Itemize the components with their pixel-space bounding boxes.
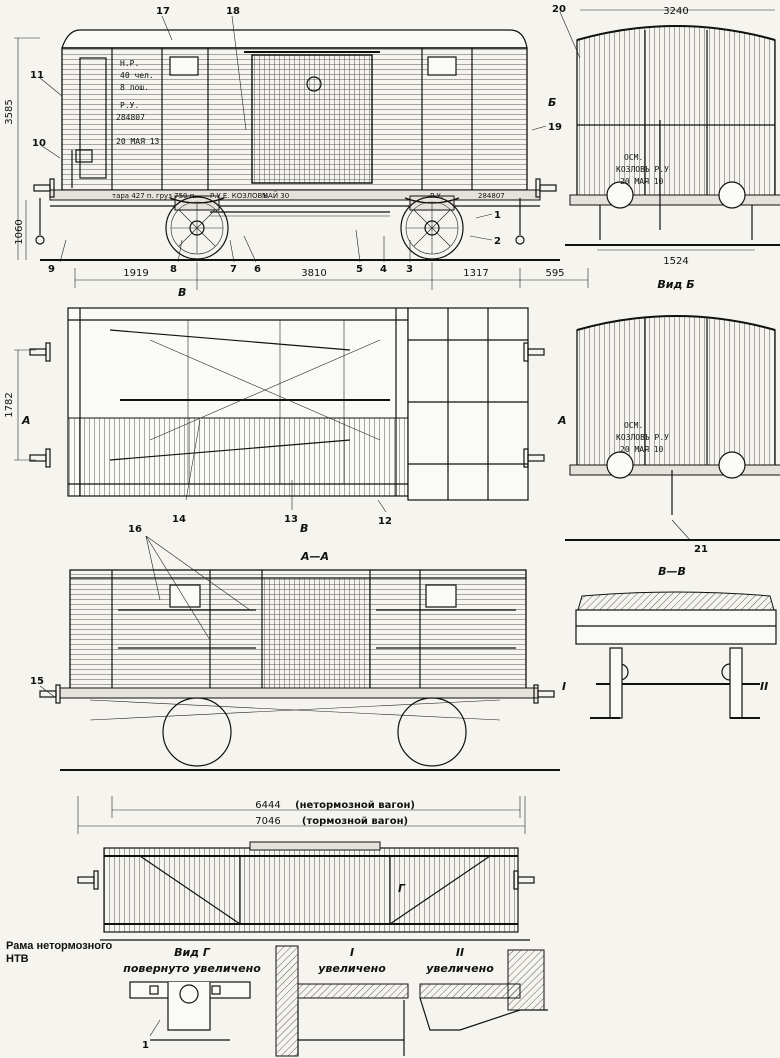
- end-view-2: ОСМ. КОЗЛОВЪ Р.У 20 МАЯ 10: [565, 315, 780, 541]
- detail-1-note: увеличено: [318, 962, 386, 975]
- end-marking-1: ОСМ.: [624, 153, 643, 162]
- note-unbraked: (нетормозной вагон): [295, 800, 415, 811]
- detail-2-label: II: [456, 946, 464, 959]
- detail-1: I увеличено: [275, 945, 409, 1057]
- callout-13: 13: [284, 514, 298, 525]
- detail-2-marker: II: [760, 680, 768, 693]
- side-markings: Н.Р. 40 чел. 8 лош. Р.У. 284807 20 МАЯ 1…: [112, 59, 505, 200]
- callout-11: 11: [30, 70, 44, 81]
- arrow-v-bottom: В: [300, 522, 308, 535]
- callout-9: 9: [48, 264, 55, 275]
- callout-16: 16: [128, 524, 142, 535]
- callout-20: 20: [552, 4, 566, 15]
- frame-caption: Рама нетормозного НТВ: [6, 940, 113, 965]
- marking-date: 20 МАЯ 13: [116, 137, 160, 146]
- end-marking-3: 20 МАЯ 10: [620, 177, 664, 186]
- view-b-label: Вид Б: [657, 278, 694, 291]
- arrow-b: Б: [548, 96, 556, 109]
- view-g-note: повернуто увеличено: [123, 962, 261, 975]
- detail-1-label: I: [350, 946, 354, 959]
- callout-3: 3: [406, 264, 413, 275]
- dim-end-width: 3240: [663, 6, 688, 17]
- callout-10: 10: [32, 138, 46, 149]
- sill-marking-road: Р.У.: [430, 192, 443, 200]
- section-vv-label: В—В: [658, 565, 686, 578]
- callout-4: 4: [380, 264, 387, 275]
- dim-wheelbase: 3810: [301, 268, 326, 279]
- end2-marking-2: КОЗЛОВЪ Р.У: [616, 433, 669, 442]
- sill-marking-left: тара 427 п. груз 750 п.: [112, 192, 197, 200]
- end2-marking-3: 20 МАЯ 10: [620, 445, 664, 454]
- sill-marking-mid: Р.У.Е. КОЗЛОВЪ: [210, 192, 268, 200]
- dim-height-total: 3585: [4, 99, 15, 124]
- callout-14: 14: [172, 514, 186, 525]
- dim-height-frame: 1060: [14, 219, 25, 244]
- dim-overhang-left: 1919: [123, 268, 148, 279]
- arrow-v-top: В: [178, 286, 186, 299]
- detail-1-marker: I: [562, 680, 566, 693]
- plan-view: 1782 А А В В Б: [4, 96, 567, 535]
- end-marking-2: КОЗЛОВЪ Р.У: [616, 165, 669, 174]
- marking-top: Н.Р.: [120, 59, 139, 68]
- arrow-a-left: А: [21, 414, 31, 427]
- side-dimensions: 3585 1060 1919 3810 1317 595: [4, 37, 589, 290]
- marking-capacity-1: 40 чел.: [120, 71, 154, 80]
- arrow-g: Г: [398, 882, 406, 895]
- callout-5: 5: [356, 264, 363, 275]
- callout-17: 17: [156, 6, 170, 17]
- callout-8: 8: [170, 264, 177, 275]
- sill-marking-right: МАЙ 30: [262, 191, 289, 200]
- dim-len-unbraked: 6444: [255, 800, 280, 811]
- dim-buffer: 595: [545, 268, 564, 279]
- arrow-a-right: А: [557, 414, 567, 427]
- side-view: [33, 29, 560, 261]
- marking-road: Р.У.: [120, 101, 139, 110]
- end-view: 3240 1524 ОСМ. КОЗЛОВЪ Р.У 20 МАЯ 10 Вид…: [565, 6, 780, 291]
- section-aa: А—А 6444 (нетормозной вагон) 7046 (торм: [39, 550, 560, 834]
- frame-view: Г: [77, 841, 535, 941]
- sill-marking-number: 284807: [478, 192, 505, 200]
- end2-marking-1: ОСМ.: [624, 421, 643, 430]
- section-vv: В—В I II: [562, 565, 777, 719]
- dim-frame-width: 1782: [4, 392, 15, 417]
- view-g-label: Вид Г: [174, 946, 211, 959]
- view-g-detail: Вид Г повернуто увеличено: [123, 946, 261, 1041]
- callout-6: 6: [254, 264, 261, 275]
- detail-2-note: увеличено: [426, 962, 494, 975]
- callout-15: 15: [30, 676, 44, 687]
- dim-len-braked: 7046: [255, 816, 280, 827]
- note-braked: (тормозной вагон): [302, 816, 408, 827]
- callout-1-detail: 1: [142, 1040, 149, 1051]
- callout-12: 12: [378, 516, 392, 527]
- marking-capacity-2: 8 лош.: [120, 83, 149, 92]
- callout-1: 1: [494, 210, 501, 221]
- dim-gauge: 1524: [663, 256, 688, 267]
- callout-7: 7: [230, 264, 237, 275]
- callout-2: 2: [494, 236, 501, 247]
- callout-21: 21: [694, 544, 708, 555]
- part-callouts: 1 2 3 4 5 6 7 8 9 10 11 12 13 14 15 16 1…: [30, 4, 708, 1051]
- detail-2: II увеличено: [419, 946, 548, 1031]
- section-aa-label: А—А: [300, 550, 329, 563]
- dim-overhang-right: 1317: [463, 268, 488, 279]
- callout-19: 19: [548, 122, 562, 133]
- callout-18: 18: [226, 6, 240, 17]
- marking-number: 284807: [116, 113, 145, 122]
